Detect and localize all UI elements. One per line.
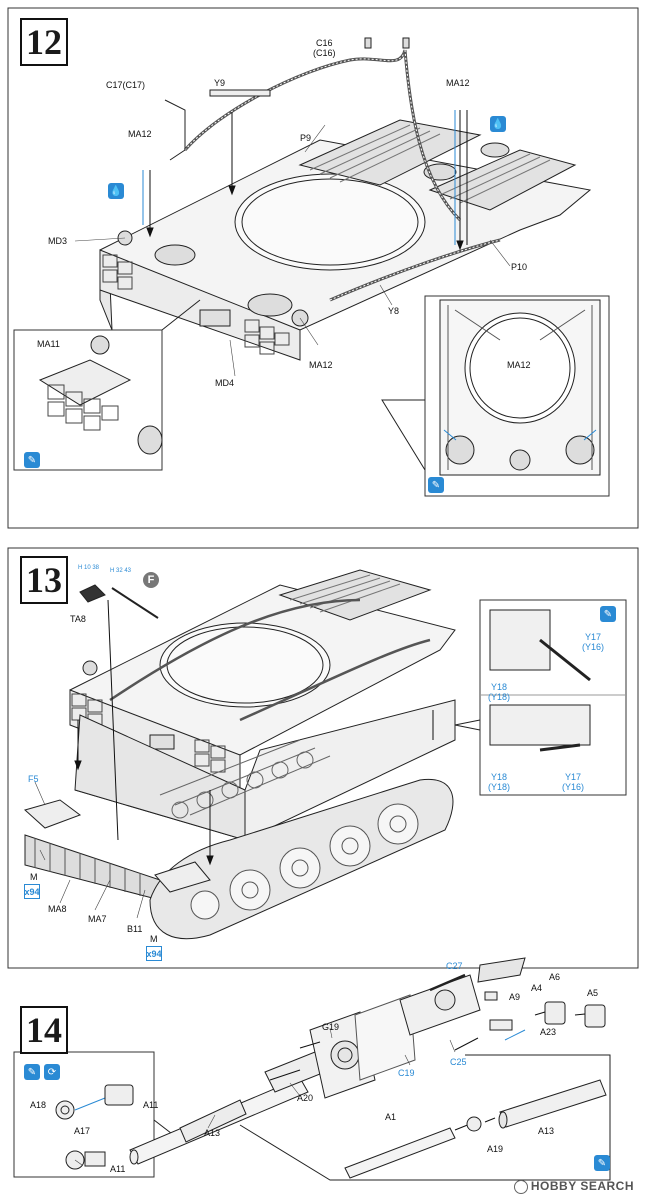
part-label-ma12-top-left: MA12 — [128, 129, 152, 139]
part-label-c16: C16 (C16) — [313, 38, 336, 58]
watermark: HOBBY SEARCH — [513, 1179, 634, 1194]
paint-brush-icon: ✎ — [24, 452, 40, 468]
part-label-a23: A23 — [540, 1027, 557, 1037]
part-label-c27: C27 — [446, 961, 463, 971]
step-number-13: 13 — [20, 556, 68, 604]
quantity-badge-left: x94 — [24, 884, 40, 899]
reference-badge: H 10 38 — [78, 565, 100, 571]
part-label-md3: MD3 — [48, 236, 68, 246]
part-label-p10: P10 — [511, 262, 528, 272]
part-label-ma8: MA8 — [48, 904, 67, 914]
rotate-icon: ⟳ — [44, 1064, 60, 1080]
part-label-ma11: MA11 — [37, 339, 60, 349]
part-label-y17-top: Y17 (Y16) — [582, 632, 605, 652]
part-label-a4: A4 — [531, 983, 543, 993]
part-label-y18-top: Y18 (Y18) — [488, 682, 511, 702]
paint-brush-icon: ✎ — [594, 1155, 610, 1171]
step12-ma12-callout — [381, 295, 610, 497]
step14-gun — [13, 957, 611, 1181]
part-label-ma12-callout: MA12 — [507, 360, 531, 370]
paint-brush-icon: ✎ — [24, 1064, 40, 1080]
part-label-c19: C19 — [398, 1068, 415, 1078]
quantity-badge-right: x94 — [146, 946, 162, 961]
step12-ma11-callout — [13, 299, 201, 471]
part-label-y18-bottom: Y18 (Y18) — [488, 772, 511, 792]
step13-hull — [23, 569, 456, 940]
part-label-a17: A17 — [74, 1126, 91, 1136]
part-label-m-right: M — [150, 934, 158, 944]
part-label-c17: C17(C17) — [106, 80, 146, 90]
part-label-b11: B11 — [127, 924, 143, 934]
part-label-a1: A1 — [385, 1112, 397, 1122]
part-label-g19: G19 — [322, 1022, 340, 1032]
part-label-a13-left: A13 — [204, 1128, 221, 1138]
step-number-14: 14 — [20, 1006, 68, 1054]
part-label-a13-right: A13 — [538, 1126, 555, 1136]
cement-drop-icon: 💧 — [490, 116, 506, 132]
part-label-a11-top: A11 — [143, 1100, 159, 1110]
cement-drop-icon: 💧 — [108, 183, 124, 199]
part-label-ma7: MA7 — [88, 914, 107, 924]
part-label-ma12-top-right: MA12 — [446, 78, 470, 88]
part-label-a18: A18 — [30, 1100, 47, 1110]
part-label-c25: C25 — [450, 1057, 467, 1067]
part-label-y9: Y9 — [214, 78, 226, 88]
paint-brush-icon: ✎ — [600, 606, 616, 622]
reference-badge: H 32 43 — [110, 568, 132, 574]
part-label-ma12-bottom: MA12 — [309, 360, 333, 370]
part-label-a5: A5 — [587, 988, 599, 998]
part-label-a11-bottom: A11 — [110, 1164, 126, 1174]
part-label-m-left: M — [30, 872, 38, 882]
step12-frame — [7, 7, 639, 529]
part-label-a9: A9 — [509, 992, 521, 1002]
part-label-y8: Y8 — [388, 306, 400, 316]
part-label-y17-bottom: Y17 (Y16) — [562, 772, 585, 792]
part-label-md4: MD4 — [215, 378, 235, 388]
step-number-12: 12 — [20, 18, 68, 66]
paint-brush-icon: ✎ — [428, 477, 444, 493]
step13-tow-hook-callout — [454, 599, 627, 796]
part-label-f5: F5 — [28, 774, 39, 784]
part-label-p9: P9 — [300, 133, 312, 143]
subassembly-flag-f: F — [143, 572, 159, 588]
part-label-a19: A19 — [487, 1144, 504, 1154]
step12-hull-top — [74, 37, 592, 377]
part-label-a6: A6 — [549, 972, 561, 982]
step13-frame — [7, 547, 639, 969]
watermark-logo-icon — [513, 1180, 528, 1194]
part-label-a20: A20 — [297, 1093, 314, 1103]
part-label-ta8: TA8 — [70, 614, 86, 624]
